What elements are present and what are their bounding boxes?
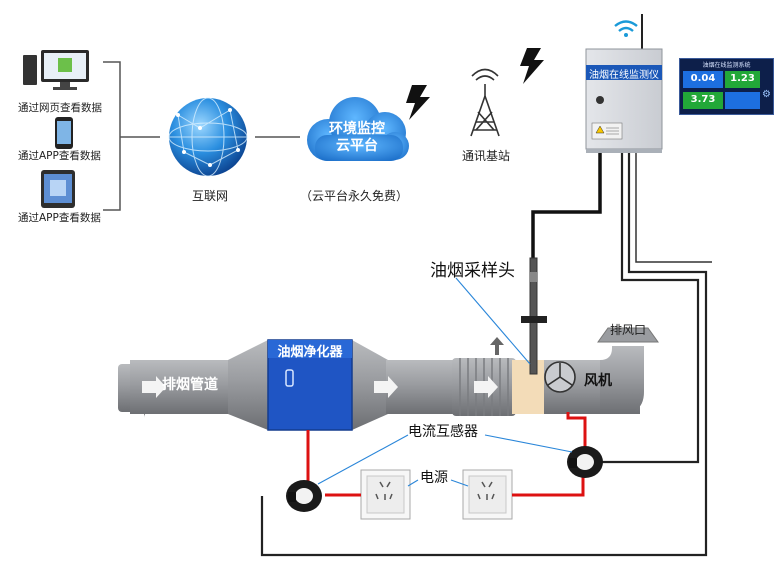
lightning-icon [520, 48, 544, 84]
panel-value-1: 0.04 [683, 71, 723, 88]
up-arrow-icon [490, 337, 504, 355]
current-transformer-icon [286, 480, 322, 512]
ct-label: 电流互感器 [408, 424, 478, 440]
duct-label: 排烟管道 [162, 377, 218, 393]
lightning-icon [406, 85, 430, 120]
flow-arrow-icon [374, 376, 398, 398]
monitor-label: 油烟在线监测仪 [589, 70, 659, 81]
purifier-label: 油烟净化器 [277, 345, 343, 360]
signal-cable [260, 153, 712, 557]
callout-line [317, 277, 573, 487]
tablet-icon [41, 170, 75, 208]
client-label-web: 通过网页查看数据 [18, 102, 102, 114]
cloud-free-note: （云平台永久免费） [300, 189, 409, 203]
fan-label: 风机 [584, 373, 612, 389]
outlet-label: 排风口 [610, 323, 647, 337]
client-label-app: 通过APP查看数据 [18, 150, 101, 162]
panel-value-2: 1.23 [725, 71, 760, 88]
fan-icon [544, 361, 576, 393]
panel-title: 油烟在线监测系统 [702, 62, 751, 69]
display-panel: 油烟在线监测系统 0.04 1.23 3.73 ⚙ [679, 58, 774, 115]
power-socket [462, 469, 513, 520]
current-transformer-icon [567, 446, 603, 478]
cloud-label-line1: 环境监控 [329, 121, 385, 137]
purifier-unit [267, 339, 353, 431]
phone-icon [55, 117, 73, 149]
probe-label: 油烟采样头 [430, 261, 515, 281]
globe-icon [168, 97, 248, 177]
client-label-app: 通过APP查看数据 [18, 212, 101, 224]
monitor-enclosure [585, 48, 663, 153]
power-label: 电源 [420, 470, 448, 486]
signal-tower-icon [470, 68, 500, 137]
power-wire [306, 412, 587, 497]
flow-arrow-icon [142, 376, 166, 398]
internet-label: 互联网 [192, 189, 229, 203]
power-socket [360, 469, 411, 520]
wifi-icon [614, 20, 638, 37]
station-label: 通讯基站 [462, 149, 511, 163]
cloud-platform-icon [307, 97, 409, 161]
exhaust-outlet [597, 327, 659, 343]
gear-icon: ⚙ [762, 89, 771, 100]
panel-value-3: 3.73 [683, 92, 723, 109]
panel-tile-blank [725, 92, 760, 109]
cloud-label-line2: 云平台 [336, 138, 378, 154]
desktop-computer-icon [23, 50, 89, 90]
flow-arrow-icon [474, 376, 498, 398]
sampling-probe [521, 257, 547, 375]
client-bracket [103, 61, 300, 211]
